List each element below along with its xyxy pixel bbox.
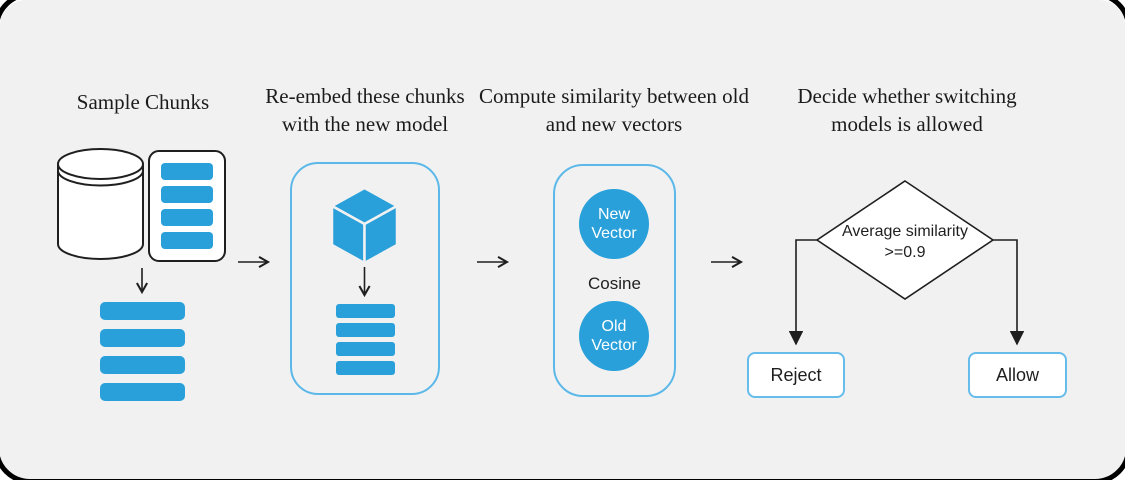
chunk-bar bbox=[161, 186, 213, 203]
chunk-list-panel bbox=[148, 150, 226, 262]
similarity-container bbox=[553, 164, 676, 397]
sampled-chunks-stack bbox=[100, 302, 185, 401]
chunk-bar bbox=[100, 302, 185, 320]
embedding-cube-icon bbox=[330, 186, 399, 265]
database-cylinder-icon bbox=[57, 148, 144, 260]
old-vector-label: Old Vector bbox=[591, 318, 637, 354]
new-vector-node: New Vector bbox=[579, 189, 649, 259]
step3-title: Compute similarity between old and new v… bbox=[478, 84, 750, 136]
decision-diamond bbox=[815, 180, 995, 300]
chunk-bar bbox=[336, 323, 395, 337]
step1-title: Sample Chunks bbox=[76, 90, 210, 114]
reembed-container bbox=[290, 162, 440, 395]
cosine-label: Cosine bbox=[588, 274, 641, 293]
arrow-decision-allow bbox=[993, 239, 1025, 346]
chunk-bar bbox=[161, 163, 213, 180]
decision-condition: Average similarity >=0.9 bbox=[842, 223, 968, 261]
reject-node: Reject bbox=[747, 352, 845, 398]
reject-label: Reject bbox=[770, 364, 822, 385]
reembedded-chunks-stack bbox=[336, 304, 395, 375]
chunk-bar bbox=[100, 383, 185, 401]
allow-node: Allow bbox=[968, 352, 1067, 398]
chunk-bar bbox=[161, 232, 213, 249]
step4-title: Decide whether switching models is allow… bbox=[797, 84, 1017, 136]
chunk-bar bbox=[336, 361, 395, 375]
allow-label: Allow bbox=[995, 364, 1039, 385]
chunk-bar bbox=[100, 329, 185, 347]
chunk-bar bbox=[336, 304, 395, 318]
step2-title: Re-embed these chunks with the new model bbox=[265, 84, 465, 136]
chunk-bar bbox=[100, 356, 185, 374]
new-vector-label: New Vector bbox=[591, 206, 637, 242]
arrow-decision-reject bbox=[788, 239, 817, 346]
flow-arrows bbox=[135, 239, 1025, 346]
chunk-bar bbox=[161, 209, 213, 226]
old-vector-node: Old Vector bbox=[579, 301, 649, 371]
chunk-bar bbox=[336, 342, 395, 356]
